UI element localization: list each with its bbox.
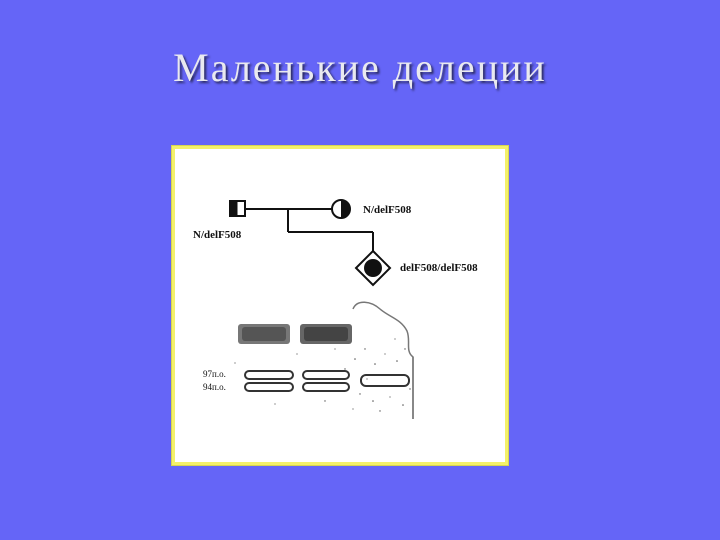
marker-label-97: 97п.о.	[203, 369, 226, 379]
pedigree-lines	[245, 208, 374, 257]
father-genotype-label: N/delF508	[193, 229, 242, 241]
slide-title: Маленькие делеции	[173, 45, 547, 90]
figure-frame: N/delF508 N/delF508 delF508/delF508	[172, 146, 508, 465]
gel-image	[234, 301, 414, 419]
marker-label-94: 94п.о.	[203, 382, 226, 392]
child-genotype-label: delF508/delF508	[400, 262, 478, 274]
pedigree-gel-figure: N/delF508 N/delF508 delF508/delF508	[193, 199, 478, 419]
child-symbol	[354, 249, 392, 287]
mother-genotype-label: N/delF508	[363, 204, 412, 216]
father-symbol	[229, 200, 246, 217]
mother-symbol	[331, 199, 351, 219]
